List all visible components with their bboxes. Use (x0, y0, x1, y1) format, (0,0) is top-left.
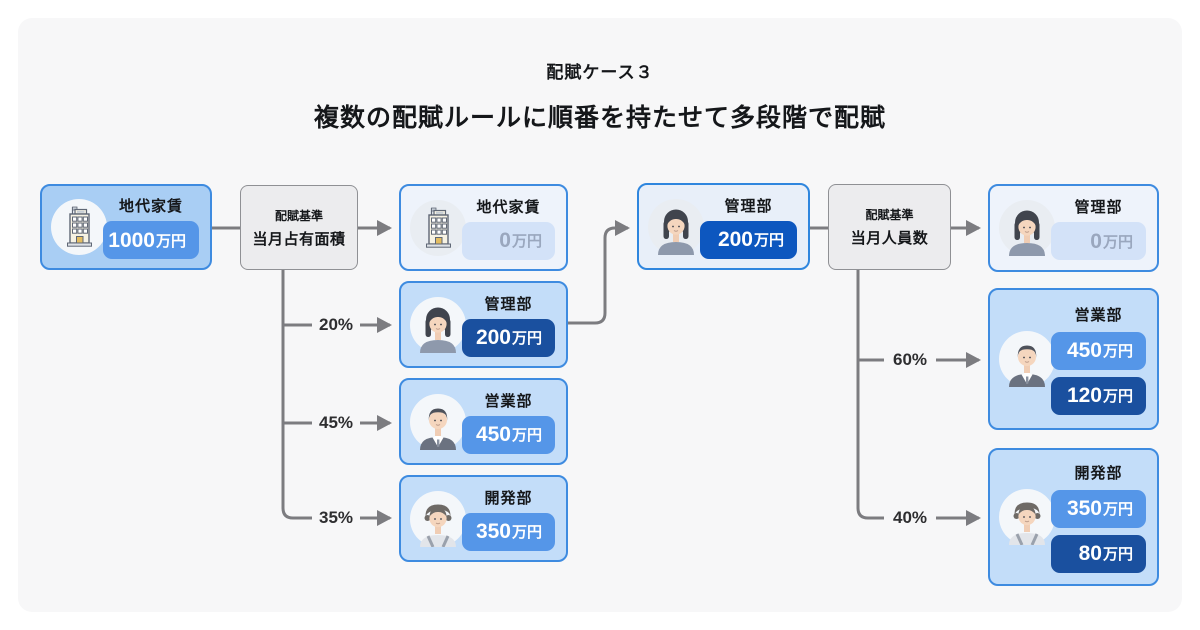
man-avatar-icon (410, 393, 466, 450)
basis-caption: 配賦基準 (274, 208, 323, 223)
card-label: 開発部 (1074, 464, 1123, 482)
percent-label-60: 60% (892, 350, 928, 369)
percent-label-45: 45% (318, 413, 354, 432)
percent-label-40: 40% (892, 508, 928, 527)
card-label: 地代家賃 (476, 198, 541, 216)
percent-label-35: 35% (318, 508, 354, 527)
basis-caption: 配賦基準 (865, 208, 914, 222)
woman-avatar-icon (410, 296, 466, 353)
woman-avatar-icon (999, 200, 1055, 256)
person-avatar-icon (410, 490, 466, 547)
person-avatar-icon (999, 489, 1055, 545)
card-label: 営業部 (484, 392, 533, 410)
basis-label: 当月占有面積 (252, 230, 346, 248)
basis-label: 当月人員数 (850, 230, 929, 247)
case-title: 配賦ケース３ (546, 63, 654, 82)
man-avatar-icon (999, 331, 1055, 387)
card-label: 開発部 (484, 489, 533, 507)
percent-label-20: 20% (318, 315, 354, 334)
card-label: 管理部 (484, 295, 533, 313)
woman-avatar-icon (648, 198, 704, 255)
building-icon (51, 199, 107, 255)
card-label: 営業部 (1074, 306, 1123, 324)
card-label: 地代家賃 (118, 198, 183, 215)
basis-box-headcount: 配賦基準 当月人員数 (828, 184, 951, 270)
basis-box-area: 配賦基準 当月占有面積 (240, 185, 358, 270)
card-label: 管理部 (724, 197, 773, 215)
diagram-subtitle: 複数の配賦ルールに順番を持たせて多段階で配賦 (313, 104, 886, 132)
card-label: 管理部 (1074, 199, 1123, 216)
building-icon (410, 199, 466, 256)
